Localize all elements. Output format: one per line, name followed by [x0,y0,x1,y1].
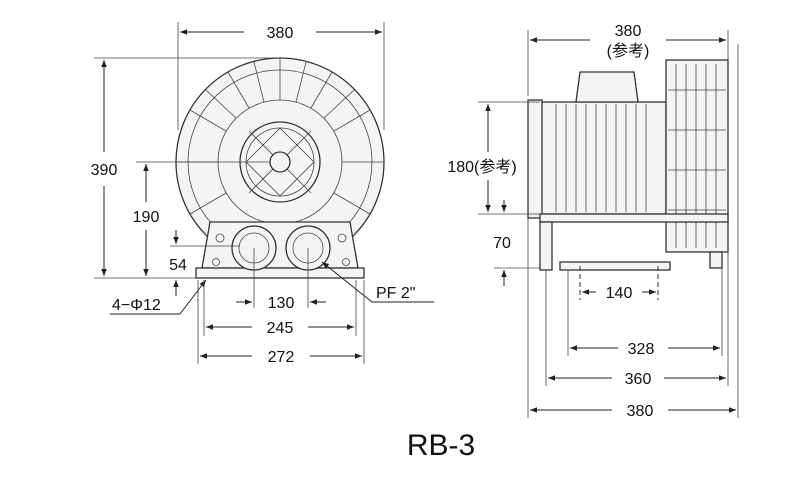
side-dim-length-380: 380 [527,44,739,420]
front-width-top-label: 380 [267,25,294,42]
front-dim-outlet-spacing: 130 [236,248,326,312]
side-length-360-label: 360 [625,371,652,388]
side-foot-hole-spacing-label: 140 [606,285,633,302]
side-dim-width-top: 380 (参考) [527,23,729,96]
side-width-top-label: 380 [615,23,642,40]
side-dim-foot-hole-spacing: 140 [579,266,659,302]
front-port-thread-label: PF 2" [376,285,415,302]
front-dim-height-total: 390 [91,57,282,279]
side-view: 380 (参考) 180(参考) 70 140 [447,23,739,420]
front-foot-spacing-label: 245 [267,320,294,337]
front-base-height-label: 54 [169,257,187,274]
side-motor-height-label: 180(参考) [447,158,516,176]
side-dim-length-328: 328 [567,268,723,358]
model-title: RB-3 [407,429,475,462]
front-base-width-label: 272 [268,349,295,366]
side-dim-length-360: 360 [545,252,729,388]
side-length-328-label: 328 [628,341,655,358]
front-base [195,221,365,279]
side-width-top-note: (参考) [607,42,650,60]
side-dim-foot-height: 70 [493,200,540,286]
front-dim-foot-spacing: 245 [203,280,357,337]
front-dim-height-center: 190 [133,161,270,276]
front-dim-base-height: 54 [169,230,240,296]
front-view: 380 390 190 54 4−Φ12 [91,22,434,366]
front-dim-base-width: 272 [197,280,365,366]
side-dim-motor-height: 180(参考) [447,101,540,215]
side-foot-height-label: 70 [493,235,511,252]
front-mount-holes-label: 4−Φ12 [112,297,161,314]
front-height-total-label: 390 [91,162,118,179]
side-length-380-label: 380 [627,403,654,420]
front-dim-width-top: 380 [177,22,385,130]
front-height-center-label: 190 [133,209,160,226]
side-housing [527,59,729,271]
front-outlet-spacing-label: 130 [268,295,295,312]
front-housing [175,57,385,267]
front-mount-holes-callout: 4−Φ12 [110,279,207,315]
